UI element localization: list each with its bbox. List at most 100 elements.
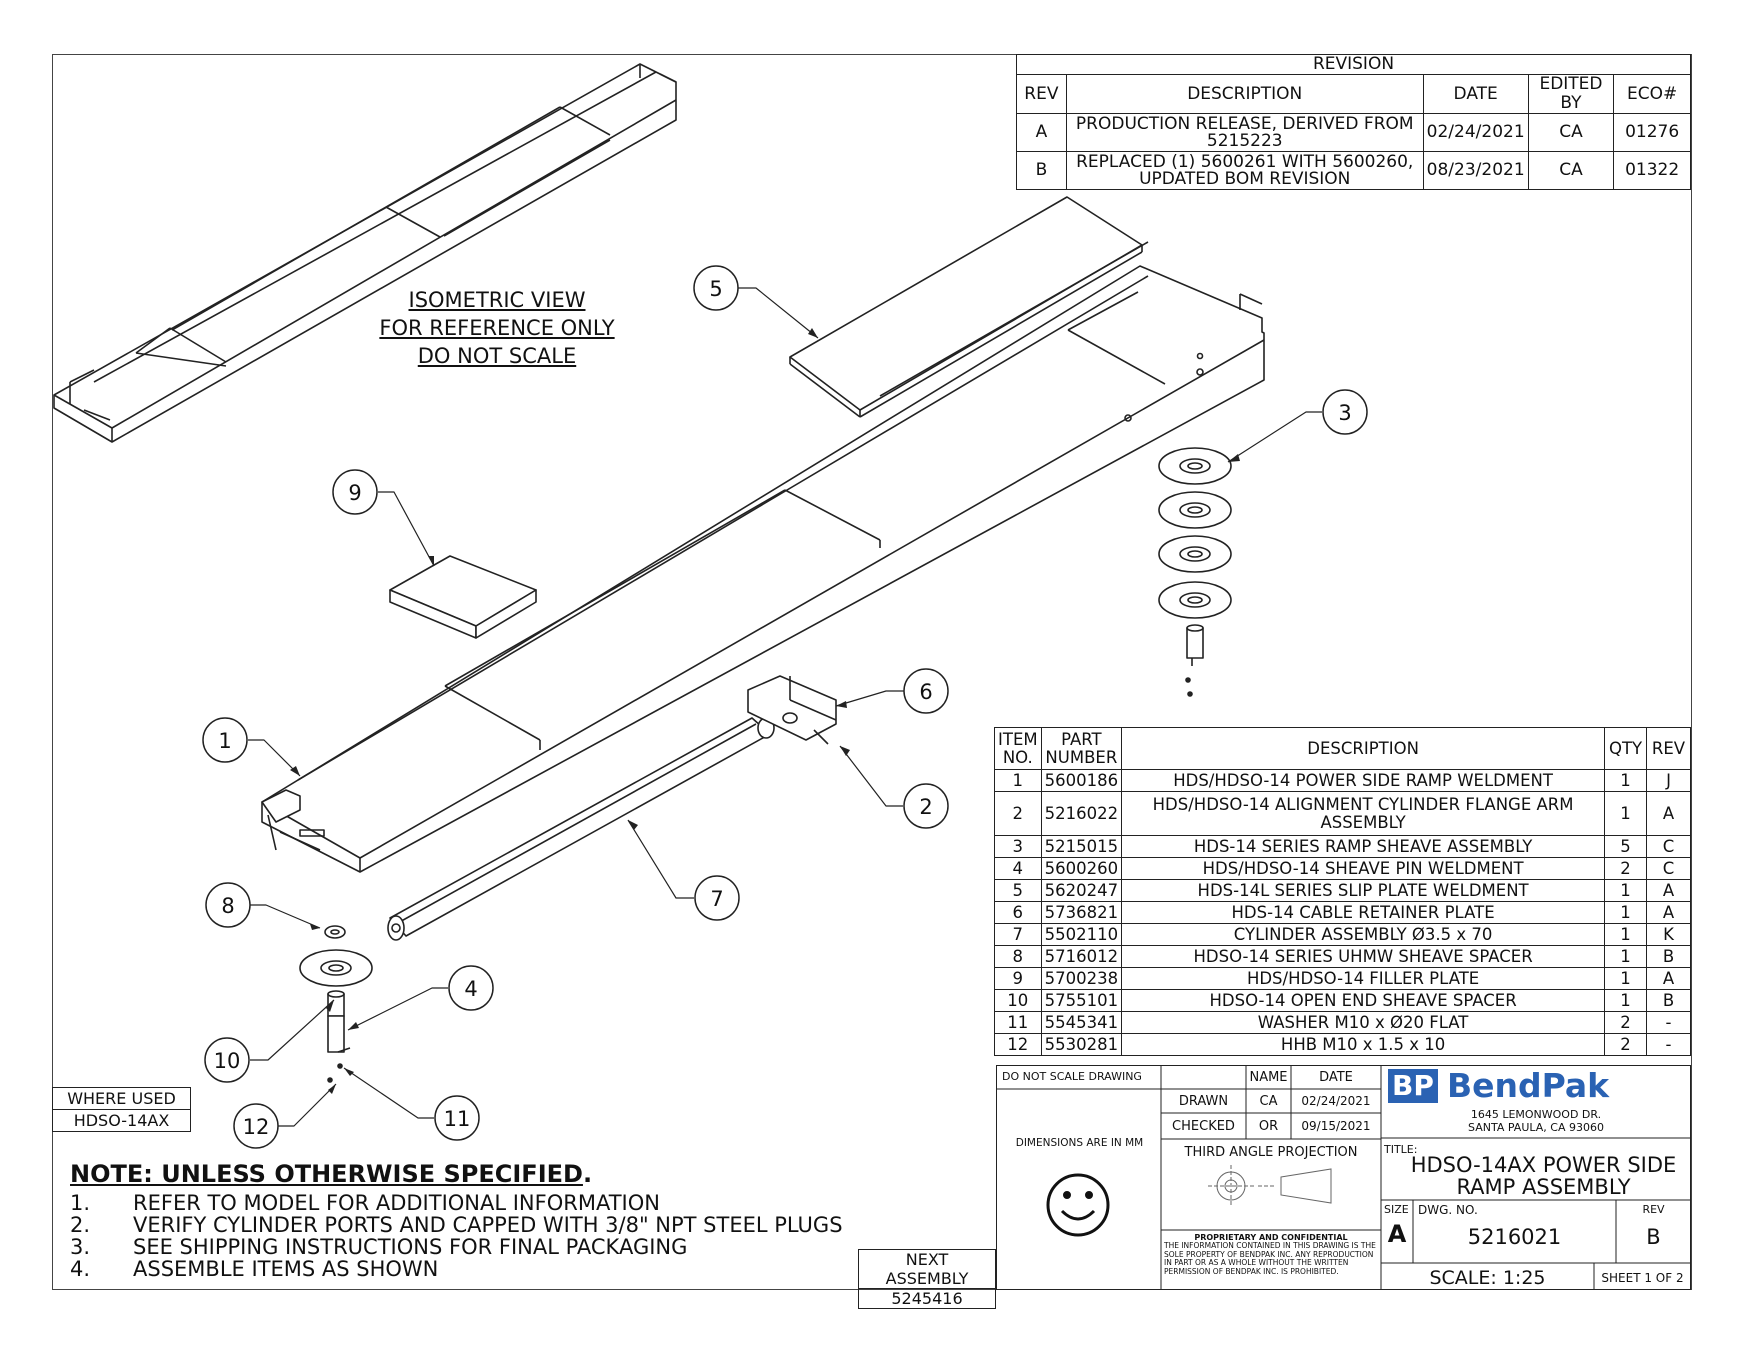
bill-of-materials-table: ITEM NO. PART NUMBER DESCRIPTION QTY REV…	[994, 727, 1691, 1056]
revision-title: REVISION	[1016, 54, 1691, 75]
iso-line-3: DO NOT SCALE	[417, 344, 577, 368]
svg-text:5: 5	[709, 277, 722, 301]
balloon-leaders	[248, 287, 1322, 1127]
svg-text:3: 3	[1338, 401, 1351, 425]
balloon-5: 5	[693, 265, 739, 311]
ramp-weldment	[261, 265, 1265, 873]
checked-name: OR	[1258, 1119, 1279, 1134]
lower-sheave-parts	[299, 925, 373, 1083]
drawn-name: CA	[1259, 1094, 1278, 1109]
note-item: 2.VERIFY CYLINDER PORTS AND CAPPED WITH …	[70, 1213, 843, 1237]
dimensions-note: DIMENSIONS ARE IN MM	[1015, 1137, 1144, 1149]
drawn-date: 02/24/2021	[1301, 1094, 1371, 1108]
scale-value: SCALE: 1:25	[1429, 1267, 1546, 1289]
bom-header-item: ITEM NO.	[994, 727, 1042, 770]
rev-header-rev: REV	[1016, 74, 1067, 114]
isometric-reference-ramp	[53, 63, 677, 443]
where-used-value: HDSO-14AX	[52, 1109, 191, 1132]
rev-header-edited-by: EDITED BY	[1527, 74, 1615, 114]
checked-label: CHECKED	[1172, 1119, 1235, 1134]
note-item: 1.REFER TO MODEL FOR ADDITIONAL INFORMAT…	[70, 1191, 660, 1215]
address-line-1: 1645 LEMONWOOD DR.	[1470, 1108, 1602, 1121]
checked-date: 09/15/2021	[1301, 1119, 1371, 1133]
iso-line-1: ISOMETRIC VIEW	[408, 288, 586, 312]
slip-plate	[789, 196, 1149, 418]
flange-arm-assembly	[747, 675, 837, 745]
balloon-3: 3	[1322, 389, 1368, 435]
revision-table: REVISION REV DESCRIPTION DATE EDITED BY …	[1016, 54, 1691, 190]
svg-text:11: 11	[444, 1107, 471, 1131]
svg-text:4: 4	[464, 977, 477, 1001]
dwg-no-value: 5216021	[1467, 1225, 1562, 1249]
iso-line-2: FOR REFERENCE ONLY	[379, 316, 615, 340]
proprietary-text: THE INFORMATION CONTAINED IN THIS DRAWIN…	[1164, 1241, 1376, 1276]
bom-header-part-number: PART NUMBER	[1040, 727, 1123, 770]
bom-header-rev: REV	[1646, 727, 1691, 770]
svg-text:6: 6	[919, 680, 932, 704]
revision-row: B REPLACED (1) 5600261 WITH 5600260, UPD…	[1016, 151, 1691, 190]
proprietary-title: PROPRIETARY AND CONFIDENTIAL	[1194, 1233, 1348, 1242]
where-used-table: WHERE USED HDSO-14AX	[52, 1087, 191, 1132]
filler-plate	[389, 555, 537, 639]
svg-text:12: 12	[243, 1115, 270, 1139]
next-assembly-table: NEXT ASSEMBLY 5245416	[858, 1249, 996, 1309]
balloon-1: 1	[202, 717, 248, 763]
balloon-4: 4	[448, 965, 494, 1011]
rev-value: B	[1646, 1225, 1661, 1249]
rev-header-date: DATE	[1422, 74, 1529, 114]
rev-label: REV	[1642, 1203, 1665, 1216]
dwg-no-label: DWG. NO.	[1418, 1203, 1478, 1217]
svg-text:1: 1	[218, 729, 231, 753]
isometric-view-note: ISOMETRIC VIEW FOR REFERENCE ONLY DO NOT…	[372, 286, 622, 370]
balloon-12: 12	[233, 1103, 279, 1149]
balloon-9: 9	[332, 469, 378, 515]
balloon-8: 8	[205, 882, 251, 928]
rev-header-description: DESCRIPTION	[1065, 74, 1424, 114]
balloon-2: 2	[903, 783, 949, 829]
revision-row: A PRODUCTION RELEASE, DERIVED FROM 52152…	[1016, 113, 1691, 152]
bom-header-description: DESCRIPTION	[1121, 727, 1606, 770]
sheave-stack	[1158, 447, 1232, 697]
cylinder	[387, 717, 775, 941]
size-label: SIZE	[1384, 1203, 1409, 1216]
notes-title-period: .	[582, 1160, 593, 1188]
balloon-6: 6	[903, 668, 949, 714]
sheet-number: SHEET 1 OF 2	[1601, 1271, 1684, 1285]
bom-header-qty: QTY	[1604, 727, 1648, 770]
address-line-2: SANTA PAULA, CA 93060	[1468, 1121, 1604, 1134]
drawn-label: DRAWN	[1178, 1094, 1229, 1109]
balloon-7: 7	[694, 875, 740, 921]
size-value: A	[1387, 1220, 1407, 1248]
projection-label: THIRD ANGLE PROJECTION	[1184, 1145, 1358, 1160]
balloon-group: 1 2 3 4 5 6 7 8 9 10 11 12	[202, 265, 1368, 1149]
third-angle-projection-symbol	[1208, 1165, 1332, 1207]
next-assembly-label: NEXT ASSEMBLY	[858, 1249, 996, 1289]
drawing-title-line-2: RAMP ASSEMBLY	[1456, 1175, 1631, 1199]
name-header: NAME	[1249, 1070, 1288, 1085]
title-block-grid	[996, 1065, 1691, 1290]
next-assembly-value: 5245416	[858, 1288, 996, 1309]
bendpak-logo-text: BendPak	[1446, 1066, 1610, 1105]
title-block: DO NOT SCALE DRAWING NAME DATE DRAWN CA …	[996, 1065, 1691, 1290]
rev-header-eco: ECO#	[1613, 74, 1691, 114]
svg-text:9: 9	[348, 481, 361, 505]
bendpak-logo: BP BendPak	[1388, 1069, 1686, 1105]
notes-title: NOTE: UNLESS OTHERWISE SPECIFIED	[70, 1160, 583, 1188]
svg-text:2: 2	[919, 795, 932, 819]
svg-text:10: 10	[214, 1049, 241, 1073]
balloon-10: 10	[204, 1037, 250, 1083]
svg-text:7: 7	[710, 887, 723, 911]
note-item: 4.ASSEMBLE ITEMS AS SHOWN	[70, 1257, 439, 1281]
